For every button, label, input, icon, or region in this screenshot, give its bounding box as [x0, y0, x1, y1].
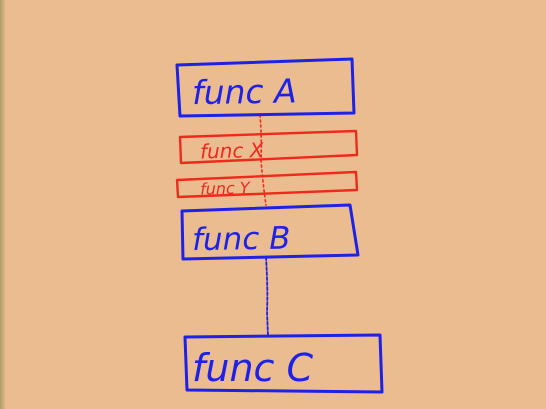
node-func-y-box [175, 170, 359, 199]
node-func-a-box [175, 57, 356, 118]
node-func-x: func X [178, 129, 359, 165]
node-func-x-label: func X [200, 138, 265, 164]
node-func-b-label: func B [192, 220, 291, 258]
node-func-c-label: func C [192, 346, 314, 390]
node-func-c: func C [183, 333, 384, 394]
node-func-a: func A [175, 57, 356, 118]
node-func-b-box [180, 203, 360, 261]
node-func-y-label: func Y [200, 178, 251, 198]
node-func-b: func B [180, 203, 360, 261]
node-func-y: func Y [175, 170, 359, 199]
left-edge-shadow [0, 0, 6, 409]
node-func-c-box [183, 333, 384, 394]
node-func-x-box [178, 129, 359, 165]
connector-b-to-c [265, 256, 269, 337]
node-func-a-label: func A [192, 71, 297, 112]
